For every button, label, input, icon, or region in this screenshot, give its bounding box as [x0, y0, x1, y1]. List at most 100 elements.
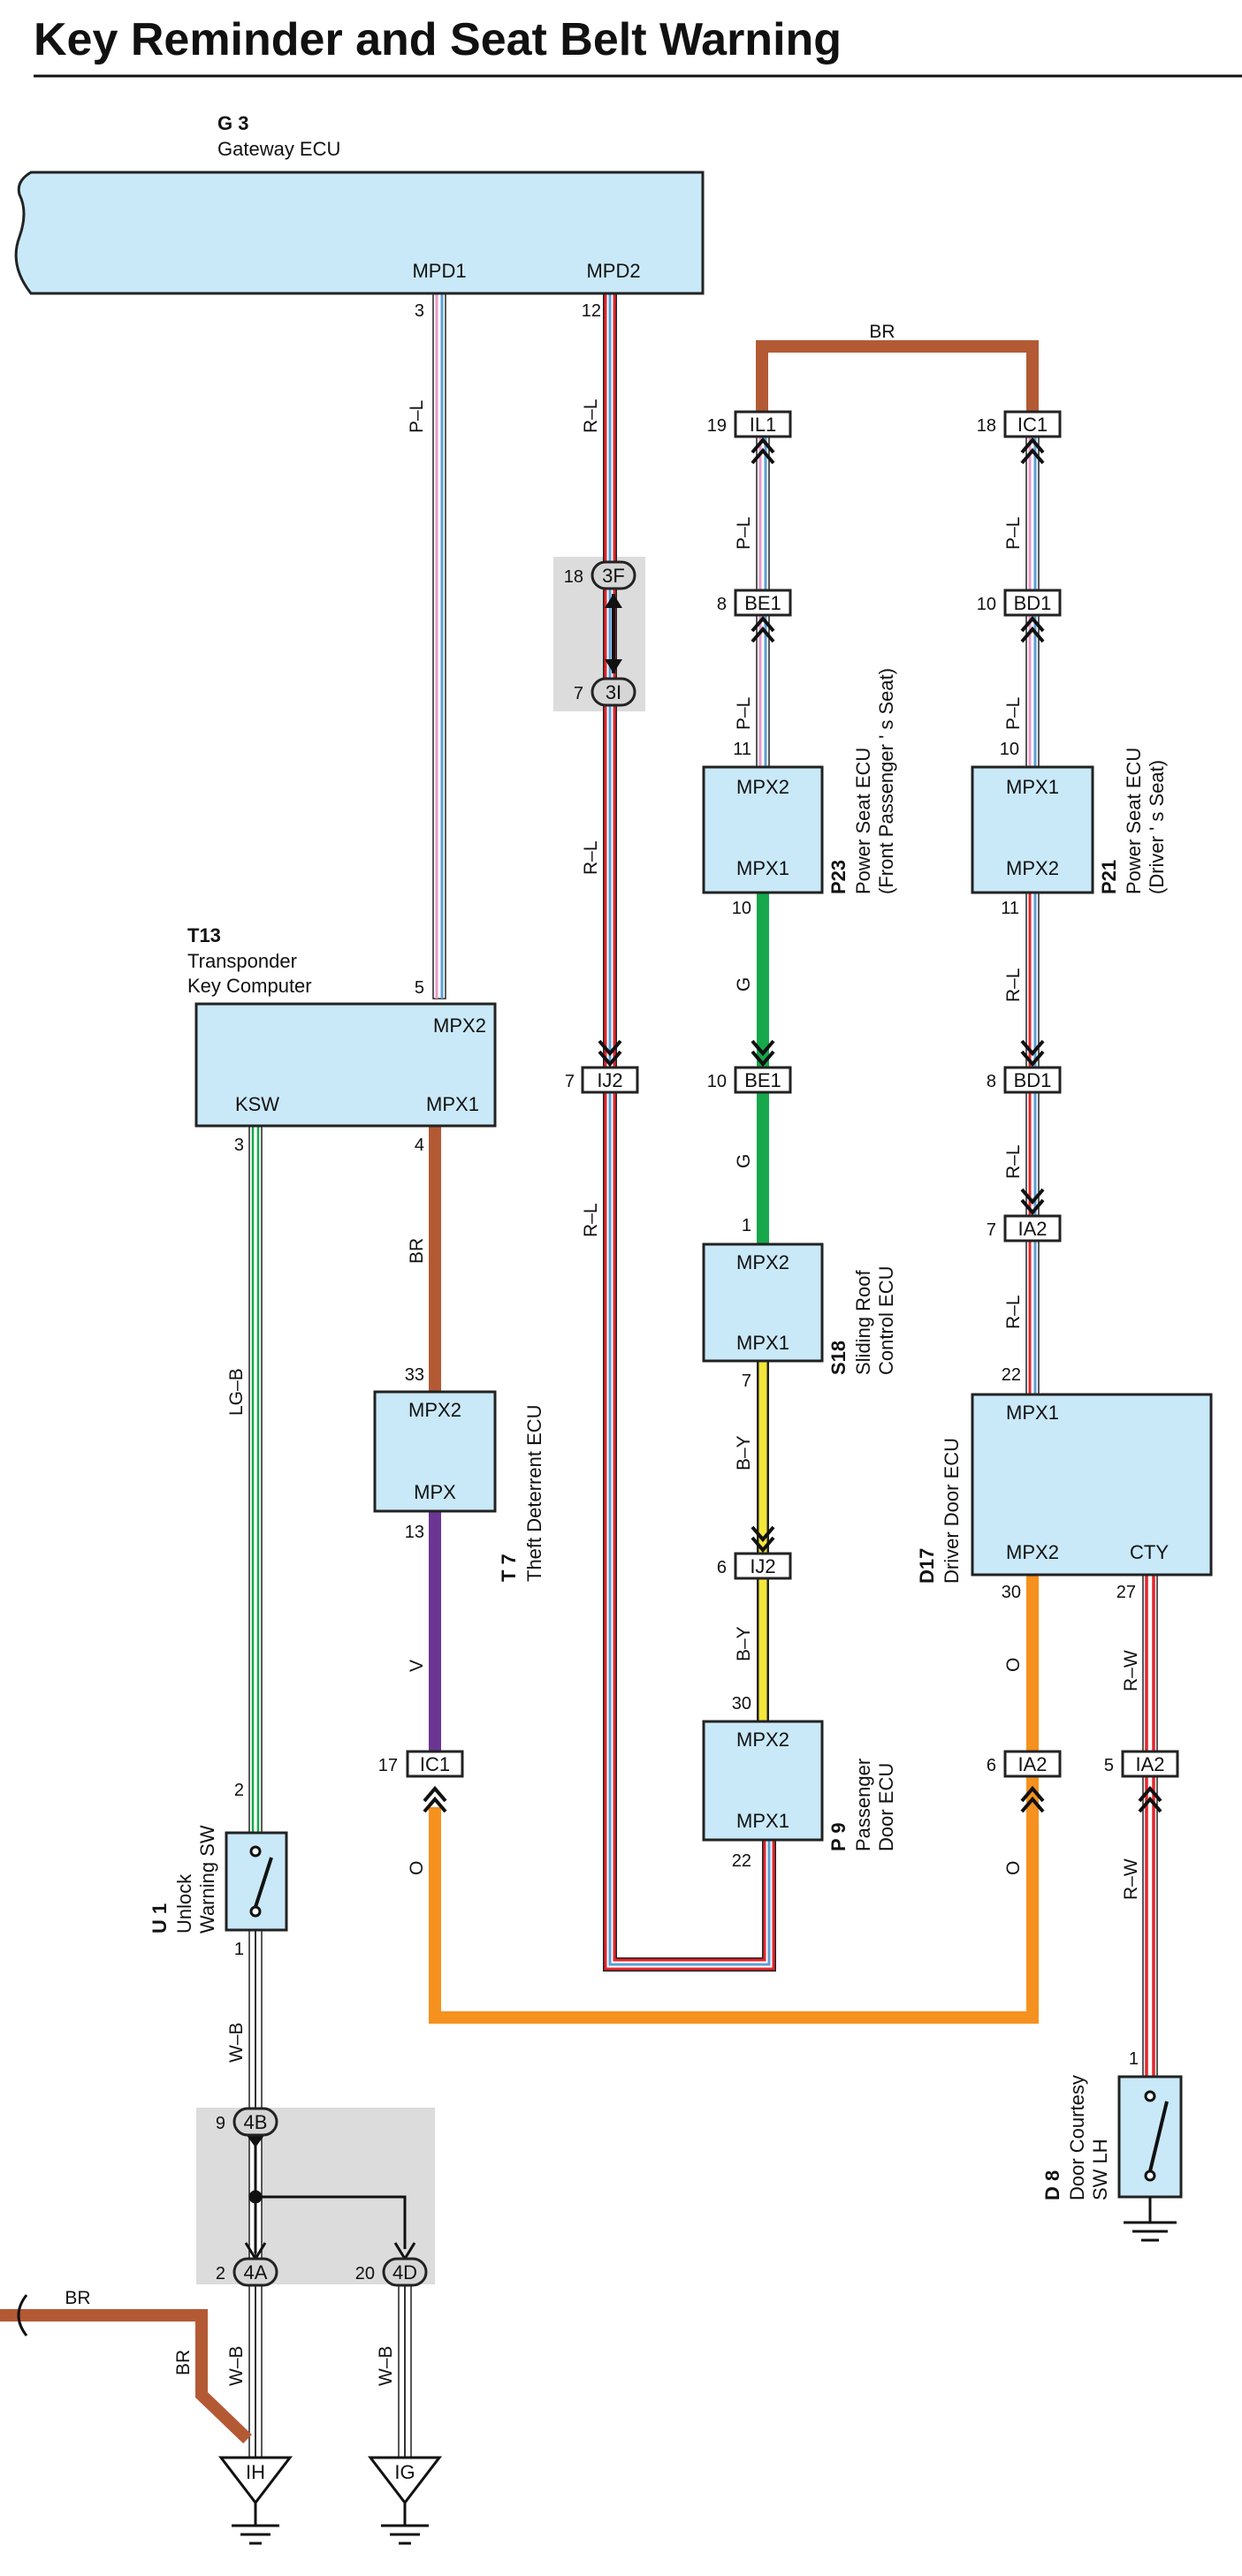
d8-name-line2: SW LH [1089, 2139, 1111, 2200]
wire-label-o-ia2: O [1003, 1861, 1024, 1875]
connector-ij2-mid: IJ2 7 [565, 1066, 639, 1094]
svg-text:7: 7 [574, 684, 583, 703]
gateway-pin-number-12: 12 [582, 301, 601, 321]
svg-text:IA2: IA2 [1017, 1753, 1047, 1775]
wire-label-r-l-mid: R–L [581, 840, 601, 875]
p21-power-seat-box [971, 765, 1094, 894]
p23-power-seat-box [702, 765, 824, 894]
connector-chevrons [423, 437, 1162, 1813]
wire-o-ic1-d17 [429, 1575, 1039, 2024]
t7-theft-deterrent-box [373, 1390, 497, 1513]
p23-name-line2: (Front Passenger ' s Seat) [875, 668, 897, 894]
p21-name-line1: Power Seat ECU [1123, 748, 1145, 894]
t13-code: T13 [187, 924, 221, 946]
u1-pin-number-1: 1 [234, 1940, 244, 1959]
d17-pin-mpx1: MPX1 [1006, 1402, 1059, 1424]
svg-text:3F: 3F [602, 565, 625, 587]
wire-label-w-b-4a: W–B [226, 2345, 247, 2386]
wire-label-br-ground-horizontal: BR [65, 2288, 90, 2308]
svg-text:18: 18 [977, 416, 996, 436]
svg-text:17: 17 [378, 1756, 398, 1775]
wire-br-top [756, 340, 1039, 412]
gateway-pin-number-3: 3 [415, 301, 424, 321]
p23-name-line1: Power Seat ECU [852, 748, 874, 894]
wire-label-br-t13: BR [407, 1238, 427, 1264]
wire-label-o-left: O [407, 1861, 427, 1875]
wire-label-v: V [407, 1660, 427, 1672]
svg-text:IC1: IC1 [1017, 414, 1048, 436]
d17-code: D17 [916, 1548, 938, 1584]
p23-pin-number-11: 11 [733, 740, 751, 759]
svg-text:IJ2: IJ2 [597, 1069, 622, 1091]
d8-door-courtesy-switch [1117, 2075, 1183, 2242]
svg-text:8: 8 [987, 1072, 996, 1091]
wire-lg-b-t13-u1 [248, 1125, 263, 1834]
svg-text:10: 10 [707, 1072, 727, 1091]
svg-text:19: 19 [707, 416, 727, 436]
d17-pin-cty: CTY [1130, 1541, 1169, 1563]
p9-passenger-door-box [702, 1720, 824, 1842]
junction-4a: 4A 2 [216, 2257, 278, 2287]
s18-pin-number-7: 7 [742, 1372, 751, 1391]
svg-text:BD1: BD1 [1014, 592, 1052, 614]
svg-text:7: 7 [565, 1072, 575, 1091]
t13-transponder-box [194, 1002, 497, 1128]
svg-text:3I: 3I [606, 681, 621, 703]
p9-pin-mpx1: MPX1 [736, 1810, 789, 1832]
wire-label-r-l-p21: R–L [1003, 968, 1024, 1002]
d17-name: Driver Door ECU [941, 1438, 963, 1584]
connector-ij2-low: IJ2 6 [717, 1552, 792, 1580]
connector-bd1-top: BD1 10 [977, 589, 1062, 617]
svg-text:4A: 4A [244, 2261, 268, 2283]
wire-label-g-upper: G [734, 977, 754, 992]
wire-label-br-ground-vertical: BR [173, 2350, 194, 2375]
connector-ic1-top: IC1 18 [977, 410, 1062, 438]
connector-ic1-low: IC1 17 [378, 1750, 464, 1778]
u1-unlock-switch [225, 1831, 288, 1932]
t7-pin-mpx: MPX [414, 1481, 456, 1503]
d17-pin-mpx2: MPX2 [1006, 1541, 1059, 1563]
d17-driver-door-box [971, 1393, 1213, 1577]
svg-text:4D: 4D [392, 2261, 417, 2283]
p9-code: P 9 [827, 1822, 850, 1851]
wire-label-p-l-il1: P–L [734, 517, 754, 550]
junction-4b: 4B 9 [216, 2107, 278, 2137]
p9-pin-number-30: 30 [732, 1694, 751, 1714]
junction-3f-3i-link [605, 594, 622, 673]
wire-break-symbol [17, 2294, 28, 2337]
svg-text:IA2: IA2 [1017, 1218, 1047, 1240]
u1-code: U 1 [149, 1904, 171, 1934]
wire-label-g-lower: G [734, 1154, 754, 1168]
svg-text:IL1: IL1 [750, 414, 777, 436]
connector-ia2-cty: IA2 5 [1104, 1750, 1179, 1778]
svg-text:IA2: IA2 [1135, 1753, 1164, 1775]
wire-r-l-gateway-p9 [603, 293, 776, 1972]
svg-text:9: 9 [216, 2114, 225, 2133]
d17-pin-number-27: 27 [1116, 1583, 1136, 1602]
wire-label-p-l-gateway: P–L [407, 400, 427, 433]
ground-ih: IH [217, 2456, 293, 2545]
wire-p-l-gateway-t13 [432, 293, 446, 999]
gateway-pin-mpd2: MPD2 [586, 260, 640, 282]
d8-name-line1: Door Courtesy [1066, 2075, 1088, 2200]
ground-ig: IG [367, 2456, 443, 2545]
connector-ia2-low: IA2 6 [987, 1750, 1062, 1778]
connector-ia2-right: IA2 7 [987, 1214, 1062, 1242]
t13-name-line2: Key Computer [187, 975, 312, 997]
t7-pin-number-13: 13 [405, 1523, 424, 1542]
junction-4d: 4D 20 [355, 2257, 428, 2287]
svg-text:2: 2 [216, 2264, 225, 2283]
d17-pin-number-22: 22 [1002, 1365, 1021, 1385]
svg-text:4B: 4B [244, 2111, 268, 2133]
wire-label-p-l-bd1: P–L [1003, 697, 1024, 730]
wire-label-p-l-be1: P–L [734, 697, 754, 730]
svg-text:BD1: BD1 [1014, 1069, 1052, 1091]
p9-pin-mpx2: MPX2 [736, 1729, 789, 1751]
t13-pin-mpx1: MPX1 [426, 1093, 479, 1115]
wire-label-br-top: BR [869, 322, 895, 342]
t13-pin-number-4: 4 [415, 1136, 424, 1155]
t7-code: T 7 [498, 1554, 520, 1582]
p23-pin-number-10: 10 [732, 899, 751, 918]
wire-r-w-d17-d8 [1142, 1574, 1158, 2078]
t7-pin-number-33: 33 [405, 1365, 424, 1385]
